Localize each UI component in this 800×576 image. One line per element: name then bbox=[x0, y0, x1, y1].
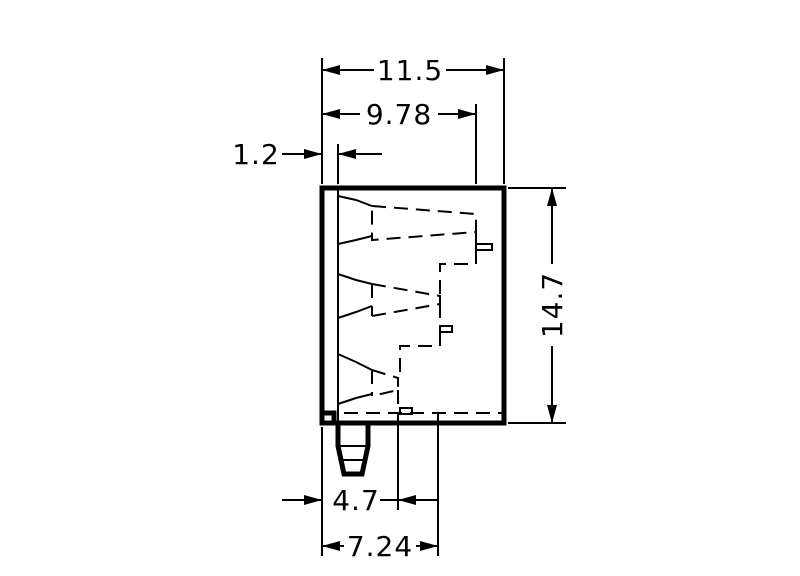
dimension-pin-offset: 4.7 bbox=[282, 484, 438, 517]
dimension-label-inner-width: 9.78 bbox=[366, 98, 432, 131]
dimension-label-offset: 1.2 bbox=[232, 138, 280, 171]
mounting-peg bbox=[319, 410, 371, 477]
dimension-label-height: 14.7 bbox=[536, 272, 569, 338]
dimension-inner-width: 9.78 bbox=[322, 98, 476, 131]
dimension-label-pin-spacing: 7.24 bbox=[347, 530, 413, 563]
dimension-height: 14.7 bbox=[536, 188, 569, 423]
dimension-overall-width: 11.5 bbox=[322, 54, 504, 87]
dimension-label-overall-width: 11.5 bbox=[377, 54, 443, 87]
dimension-offset: 1.2 bbox=[232, 138, 382, 171]
extension-lines bbox=[321, 58, 566, 556]
contact-profiles bbox=[337, 195, 493, 415]
dimension-label-pin-offset: 4.7 bbox=[332, 484, 380, 517]
dimension-pin-spacing: 7.24 bbox=[322, 530, 438, 563]
